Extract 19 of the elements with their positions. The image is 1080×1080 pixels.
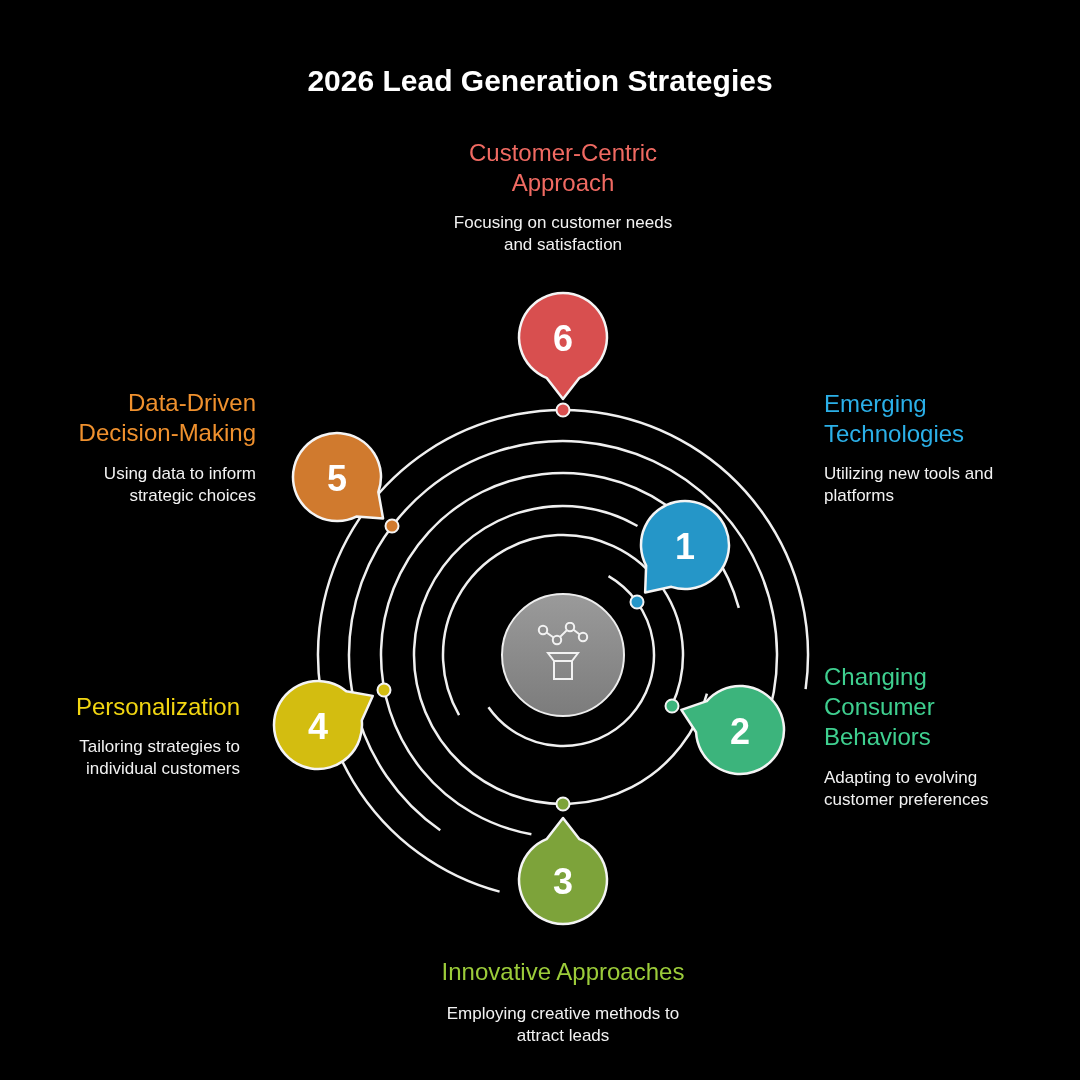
- diagram-title: 2026 Lead Generation Strategies: [306, 64, 774, 98]
- strategy-description: Utilizing new tools and platforms: [824, 463, 995, 507]
- strategy-heading: Emerging Technologies: [824, 389, 966, 449]
- step-number: 1: [675, 527, 695, 568]
- step-number: 3: [553, 862, 573, 903]
- step-number: 4: [308, 707, 328, 748]
- step-number: 6: [553, 319, 573, 360]
- strategy-description: Using data to inform strategic choices: [102, 463, 256, 507]
- strategy-heading: Data-Driven Decision-Making: [77, 388, 256, 448]
- strategy-description: Tailoring strategies to individual customers: [78, 736, 240, 780]
- strategy-heading: Customer-Centric Approach: [467, 138, 658, 198]
- strategy-description: Adapting to evolving customer preferences: [824, 767, 990, 811]
- step-number: 2: [730, 712, 750, 753]
- strategy-description: Employing creative methods to attract leads: [445, 1003, 681, 1047]
- strategy-heading: Innovative Approaches: [440, 957, 686, 987]
- strategy-description: Focusing on customer needs and satisfaction: [452, 212, 674, 256]
- strategy-heading: Personalization: [74, 692, 240, 722]
- strategy-heading: Changing Consumer Behaviors: [824, 662, 936, 752]
- step-number: 5: [327, 459, 347, 500]
